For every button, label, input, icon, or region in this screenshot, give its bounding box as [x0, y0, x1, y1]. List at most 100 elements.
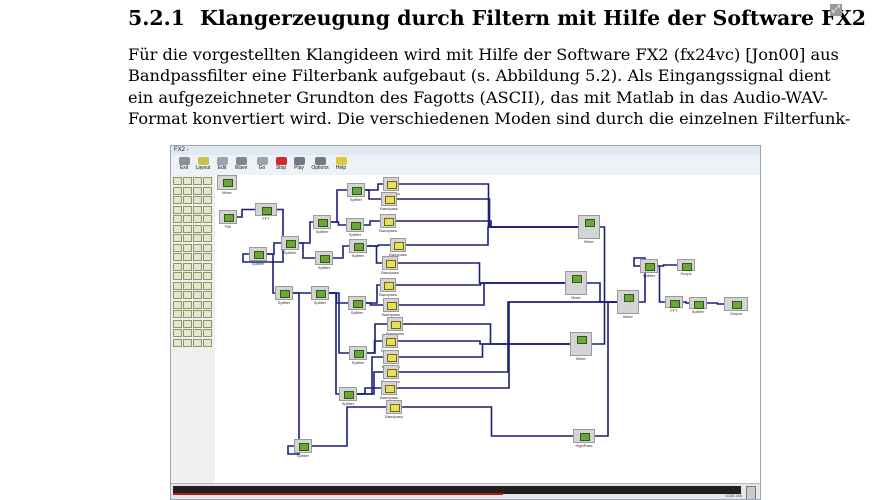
palette-tool-icon[interactable] — [183, 310, 192, 318]
layout-button[interactable]: Layout — [192, 156, 214, 174]
module-block-b3[interactable] — [249, 247, 267, 261]
palette-tool-icon[interactable] — [193, 300, 202, 309]
palette-tool-icon[interactable] — [183, 186, 192, 195]
palette-tool-icon[interactable] — [203, 272, 212, 280]
palette-tool-icon[interactable] — [183, 281, 192, 290]
palette-tool-icon[interactable] — [203, 262, 212, 271]
palette-tool-icon[interactable] — [193, 338, 202, 347]
module-block-b13[interactable] — [349, 346, 367, 360]
module-block-hp[interactable] — [573, 429, 595, 443]
palette-tool-icon[interactable] — [203, 338, 212, 347]
module-block-f12[interactable] — [386, 400, 402, 414]
palette-tool-icon[interactable] — [193, 253, 202, 261]
module-block-m3[interactable] — [617, 290, 639, 314]
palette-tool-icon[interactable] — [173, 243, 182, 252]
palette-tool-icon[interactable] — [183, 215, 192, 223]
palette-tool-icon[interactable] — [173, 310, 182, 318]
module-block-f8[interactable] — [382, 334, 398, 348]
palette-tool-icon[interactable] — [173, 196, 182, 204]
module-block-b4[interactable] — [281, 236, 299, 250]
module-block-b0[interactable] — [217, 175, 237, 190]
edit-button[interactable]: Edit — [211, 156, 233, 174]
go-button[interactable]: Go — [251, 156, 273, 174]
palette-tool-icon[interactable] — [173, 272, 182, 280]
palette-tool-icon[interactable] — [203, 281, 212, 290]
module-block-b15[interactable] — [294, 439, 312, 453]
play-button[interactable]: Play — [288, 156, 310, 174]
module-block-f10[interactable] — [383, 365, 399, 379]
palette-tool-icon[interactable] — [173, 205, 182, 214]
options-button[interactable]: Options — [309, 156, 331, 174]
module-block-f4[interactable] — [382, 256, 398, 270]
palette-tool-icon[interactable] — [173, 186, 182, 195]
palette-tool-icon[interactable] — [173, 319, 182, 328]
module-block-b12[interactable] — [348, 296, 366, 310]
module-block-f1[interactable] — [381, 192, 397, 206]
palette-tool-icon[interactable] — [173, 215, 182, 223]
palette-tool-icon[interactable] — [183, 291, 192, 299]
module-block-f2[interactable] — [380, 214, 396, 228]
palette-tool-icon[interactable] — [193, 262, 202, 271]
palette-tool-icon[interactable] — [183, 300, 192, 309]
palette-tool-icon[interactable] — [183, 253, 192, 261]
module-block-b11[interactable] — [311, 286, 329, 300]
palette-tool-icon[interactable] — [203, 291, 212, 299]
stop-button[interactable]: Stop — [270, 156, 292, 174]
palette-tool-icon[interactable] — [193, 215, 202, 223]
palette-tool-icon[interactable] — [203, 205, 212, 214]
palette-tool-icon[interactable] — [173, 262, 182, 271]
palette-tool-icon[interactable] — [193, 272, 202, 280]
palette-tool-icon[interactable] — [203, 234, 212, 242]
palette-tool-icon[interactable] — [203, 224, 212, 233]
module-block-m2[interactable] — [570, 332, 592, 356]
palette-tool-icon[interactable] — [183, 196, 192, 204]
palette-tool-icon[interactable] — [173, 224, 182, 233]
palette-tool-icon[interactable] — [173, 338, 182, 347]
palette-tool-icon[interactable] — [173, 300, 182, 309]
palette-tool-icon[interactable] — [183, 234, 192, 242]
palette-tool-icon[interactable] — [193, 234, 202, 242]
palette-tool-icon[interactable] — [183, 205, 192, 214]
module-block-b6[interactable] — [347, 183, 365, 197]
wave-button[interactable]: Wave — [230, 156, 252, 174]
module-block-b2[interactable] — [255, 203, 277, 216]
palette-tool-icon[interactable] — [203, 300, 212, 309]
module-block-f5[interactable] — [380, 278, 396, 292]
module-block-f7[interactable] — [387, 317, 403, 331]
module-block-f6[interactable] — [383, 298, 399, 312]
palette-tool-icon[interactable] — [203, 177, 212, 185]
palette-tool-icon[interactable] — [193, 186, 202, 195]
module-block-e2[interactable] — [689, 297, 707, 309]
module-block-f9[interactable] — [383, 350, 399, 364]
module-block-b9[interactable] — [315, 251, 333, 265]
palette-tool-icon[interactable] — [183, 272, 192, 280]
module-block-e3[interactable] — [724, 297, 748, 311]
trash-icon[interactable] — [746, 486, 756, 499]
module-block-f11[interactable] — [381, 381, 397, 395]
palette-tool-icon[interactable] — [173, 329, 182, 337]
palette-tool-icon[interactable] — [173, 291, 182, 299]
palette-tool-icon[interactable] — [203, 319, 212, 328]
module-block-m1[interactable] — [565, 271, 587, 295]
palette-tool-icon[interactable] — [173, 281, 182, 290]
palette-tool-icon[interactable] — [203, 215, 212, 223]
palette-tool-icon[interactable] — [193, 205, 202, 214]
palette-tool-icon[interactable] — [183, 224, 192, 233]
palette-tool-icon[interactable] — [183, 329, 192, 337]
palette-tool-icon[interactable] — [193, 310, 202, 318]
palette-tool-icon[interactable] — [173, 234, 182, 242]
module-block-f3[interactable] — [390, 238, 406, 252]
palette-tool-icon[interactable] — [203, 196, 212, 204]
exit-button[interactable]: Exit — [173, 156, 195, 174]
module-block-f0[interactable] — [383, 177, 399, 191]
module-block-b10[interactable] — [275, 286, 293, 300]
module-block-b7[interactable] — [346, 218, 364, 232]
module-block-b14[interactable] — [339, 387, 357, 401]
palette-tool-icon[interactable] — [193, 291, 202, 299]
palette-tool-icon[interactable] — [173, 177, 182, 185]
module-block-m0[interactable] — [578, 215, 600, 239]
palette-tool-icon[interactable] — [203, 253, 212, 261]
expand-icon[interactable]: ⤢ — [830, 4, 842, 16]
palette-tool-icon[interactable] — [183, 177, 192, 185]
